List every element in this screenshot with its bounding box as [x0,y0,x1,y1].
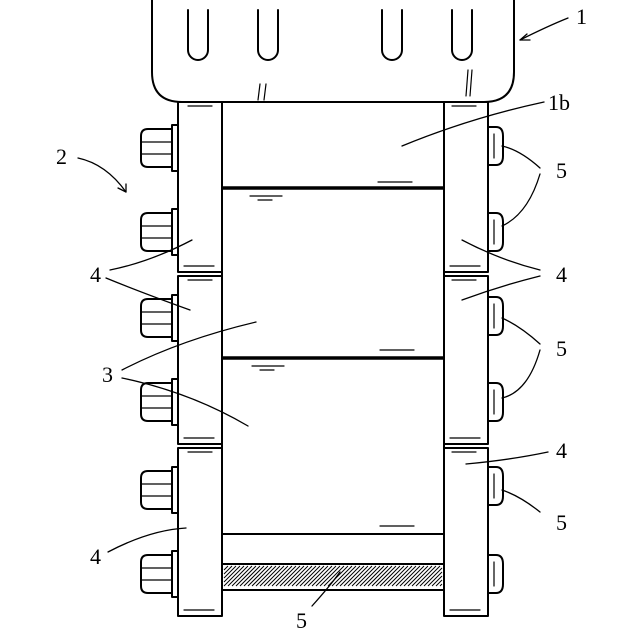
ref-label-1: 1 [576,4,587,29]
ref-label-5-right-upper: 5 [556,158,567,183]
right-plates [444,102,488,616]
ref-label-4-left-lower: 4 [90,544,101,569]
ref-label-4-left-upper: 4 [90,262,101,287]
ref-label-4-right-upper: 4 [556,262,567,287]
ref-label-2: 2 [56,144,67,169]
ref-label-5-bottom: 5 [296,608,307,633]
fixture-1 [152,0,514,102]
center-strip [222,102,444,590]
left-bolts [141,125,178,597]
left-plates [178,102,222,616]
ref-label-5-right-lower: 5 [556,510,567,535]
ref-label-1b: 1b [548,90,570,115]
ref-label-3: 3 [102,362,113,387]
ref-label-4-right-lower: 4 [556,438,567,463]
right-nuts [488,127,503,593]
ref-label-5-right-middle: 5 [556,336,567,361]
